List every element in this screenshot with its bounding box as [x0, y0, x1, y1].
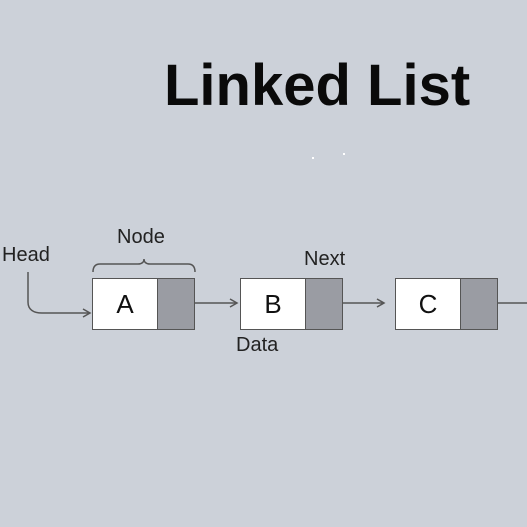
head-arrow — [27, 272, 92, 318]
node-data-cell: B — [241, 279, 306, 329]
node-label: Node — [117, 226, 165, 248]
node-brace — [92, 258, 196, 273]
node-next-pointer — [158, 279, 194, 329]
list-node-a: A — [92, 278, 195, 330]
diagram-title: Linked List — [164, 53, 471, 118]
list-node-b: B — [240, 278, 343, 330]
node-data-cell: A — [93, 279, 158, 329]
list-node-c: C — [395, 278, 498, 330]
head-label: Head — [2, 244, 50, 266]
decorative-dot — [343, 153, 345, 155]
next-label: Next — [304, 248, 346, 270]
decorative-dot — [312, 157, 314, 159]
node-data-cell: C — [396, 279, 461, 329]
node-next-pointer — [306, 279, 342, 329]
data-label: Data — [236, 334, 279, 356]
node-next-pointer — [461, 279, 497, 329]
